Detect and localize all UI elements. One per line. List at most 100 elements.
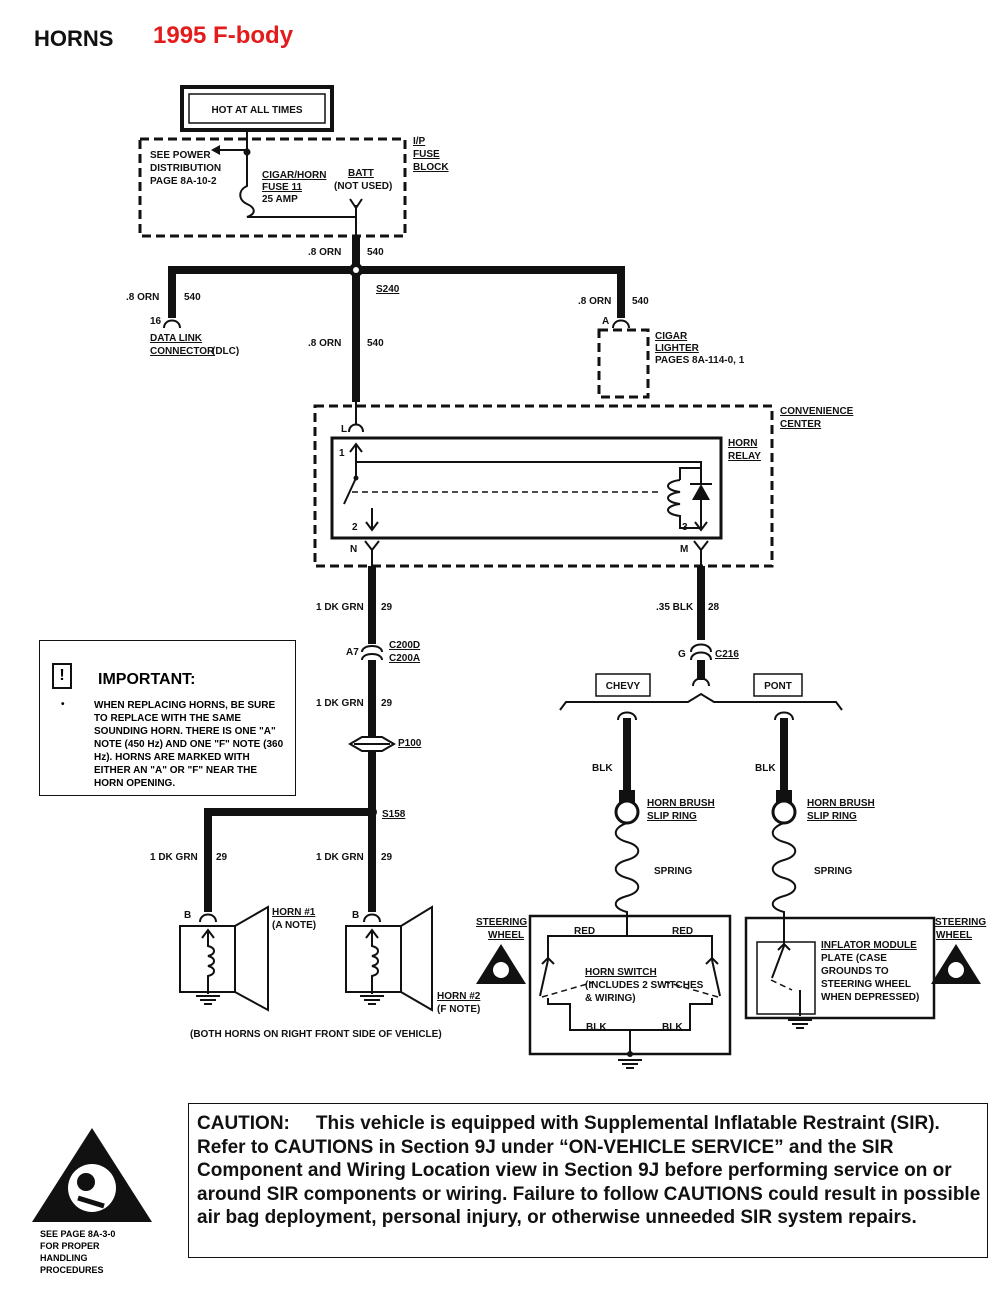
caution-box: CAUTION:This vehicle is equipped with Su… — [188, 1103, 988, 1258]
conv-center-name-2: CENTER — [780, 419, 822, 430]
conv-pin-n: N — [350, 544, 357, 555]
wire-29-h1-circuit: 29 — [216, 852, 228, 863]
conv-center-name-1: CONVENIENCE — [780, 406, 854, 417]
relay-pin-2: 2 — [352, 522, 358, 533]
cigar-pin: A — [602, 316, 609, 327]
fuse-name-3: 25 AMP — [262, 194, 298, 205]
fuse-block-name-1: I/P — [413, 136, 426, 147]
horn1-name: HORN #1 — [272, 907, 316, 918]
relay-pin-1: 1 — [339, 448, 345, 459]
spring-left-label: SPRING — [654, 866, 693, 877]
wire-29-top-circuit: 29 — [381, 602, 393, 613]
inflator-module-box — [744, 916, 936, 1020]
spring-right — [771, 822, 797, 934]
batt-label: BATT — [348, 168, 374, 179]
wire-29-mid-gauge: 1 DK GRN — [316, 698, 364, 709]
fuse-block-name-2: FUSE — [413, 149, 440, 160]
wire-540-mid-circuit: 540 — [367, 338, 384, 349]
horn2-bell — [400, 905, 433, 1012]
page-title: HORNS — [34, 26, 114, 51]
variant-pont-box — [753, 673, 803, 697]
convenience-center-outline — [313, 404, 774, 568]
fuse-name-2: FUSE 11 — [262, 182, 302, 193]
dlc-suffix: (DLC) — [212, 346, 239, 357]
fuse-block-outline — [138, 137, 407, 238]
caution-body: This vehicle is equipped with Supplement… — [197, 1113, 981, 1228]
wire-540-top-circuit: 540 — [367, 247, 384, 258]
important-text: WHEN REPLACING HORNS, BE SURE TO REPLACE… — [94, 700, 284, 789]
splice-s158-label: S158 — [382, 809, 406, 820]
wire-540-dlc-circuit: 540 — [184, 292, 201, 303]
conn-c200a: C200A — [389, 653, 420, 664]
steering-right-2: WHEEL — [936, 930, 972, 941]
horn1-pin: B — [184, 910, 191, 921]
horn-switch-contacts — [539, 959, 721, 997]
conn-a7: A7 — [346, 647, 359, 658]
inflator-name: INFLATOR MODULE — [821, 940, 917, 951]
hot-label: HOT AT ALL TIMES — [211, 105, 302, 116]
cigar-lighter-outline — [597, 328, 650, 399]
wire-blk-sw-right: BLK — [662, 1022, 683, 1033]
horn-switch-detail-1: (INCLUDES 2 SWITCHES — [585, 980, 704, 991]
batt-not-used: (NOT USED) — [334, 181, 392, 192]
wire-29-mid-circuit: 29 — [381, 698, 393, 709]
relay-coil — [667, 467, 701, 529]
caution-text: CAUTION:This vehicle is equipped with Su… — [197, 1112, 983, 1230]
horn-switch-detail-2: & WIRING) — [585, 993, 636, 1004]
power-dist-1: SEE POWER — [150, 150, 211, 161]
horn2-body — [345, 925, 402, 993]
conn-p100: P100 — [398, 738, 422, 749]
brush-right-name-2: SLIP RING — [807, 811, 857, 822]
relay-diode — [692, 484, 710, 500]
horn-relay-name-1: HORN — [728, 438, 757, 449]
wire-540-mid-gauge: .8 ORN — [308, 338, 341, 349]
conv-pin-m: M — [680, 544, 688, 555]
wire-28-circuit: 28 — [708, 602, 720, 613]
fuse-11-symbol — [239, 132, 357, 218]
wire-28-gauge: .35 BLK — [656, 602, 694, 613]
sir-note-line: HANDLING — [40, 1253, 88, 1263]
page-subtitle: 1995 F-body — [153, 22, 294, 49]
splice-s240-label: S240 — [376, 284, 400, 295]
conn-c200d: C200D — [389, 640, 420, 651]
sir-handling-note: SEE PAGE 8A-3-0 FOR PROPER HANDLING PROC… — [40, 1228, 115, 1276]
wire-540-dlc-gauge: .8 ORN — [126, 292, 159, 303]
exclamation-icon: ! — [52, 663, 72, 689]
wire-29-h2-circuit: 29 — [381, 852, 393, 863]
dlc-name-2: CONNECTOR — [150, 346, 215, 357]
inflator-detail-1: PLATE (CASE — [821, 953, 887, 964]
wire-540-cig-gauge: .8 ORN — [578, 296, 611, 307]
important-title: IMPORTANT: — [98, 671, 196, 688]
horn2-pin: B — [352, 910, 359, 921]
spring-right-label: SPRING — [814, 866, 853, 877]
brush-left-ring — [614, 799, 640, 825]
wire-29-top-gauge: 1 DK GRN — [316, 602, 364, 613]
cigar-name-2: LIGHTER — [655, 343, 700, 354]
inflator-detail-4: WHEN DEPRESSED) — [821, 992, 919, 1003]
cigar-name-1: CIGAR — [655, 331, 688, 342]
wire-540-top-gauge: .8 ORN — [308, 247, 341, 258]
spring-left — [614, 822, 640, 936]
wire-29-h2-gauge: 1 DK GRN — [316, 852, 364, 863]
steering-right-1: STEERING — [935, 917, 986, 928]
steering-left-2: WHEEL — [488, 930, 524, 941]
variant-pont: PONT — [764, 681, 792, 692]
caution-heading: CAUTION: — [197, 1113, 290, 1134]
inflator-detail-2: GROUNDS TO — [821, 966, 889, 977]
wire-540-cig-circuit: 540 — [632, 296, 649, 307]
brush-left-name-2: SLIP RING — [647, 811, 697, 822]
brush-right-name-1: HORN BRUSH — [807, 798, 875, 809]
sir-note-line: FOR PROPER — [40, 1241, 100, 1251]
variant-chevy-box — [595, 673, 651, 697]
conn-g: G — [678, 649, 686, 660]
wire-29-h1-gauge: 1 DK GRN — [150, 852, 198, 863]
power-dist-3: PAGE 8A-10-2 — [150, 176, 217, 187]
steering-left-1: STEERING — [476, 917, 527, 928]
wire-blk-pont: BLK — [755, 763, 776, 774]
sir-note-line: PROCEDURES — [40, 1265, 104, 1275]
horn-relay-name-2: RELAY — [728, 451, 761, 462]
conn-c216: C216 — [715, 649, 739, 660]
bullet-dot: • — [61, 699, 65, 710]
relay-contact — [343, 462, 357, 505]
